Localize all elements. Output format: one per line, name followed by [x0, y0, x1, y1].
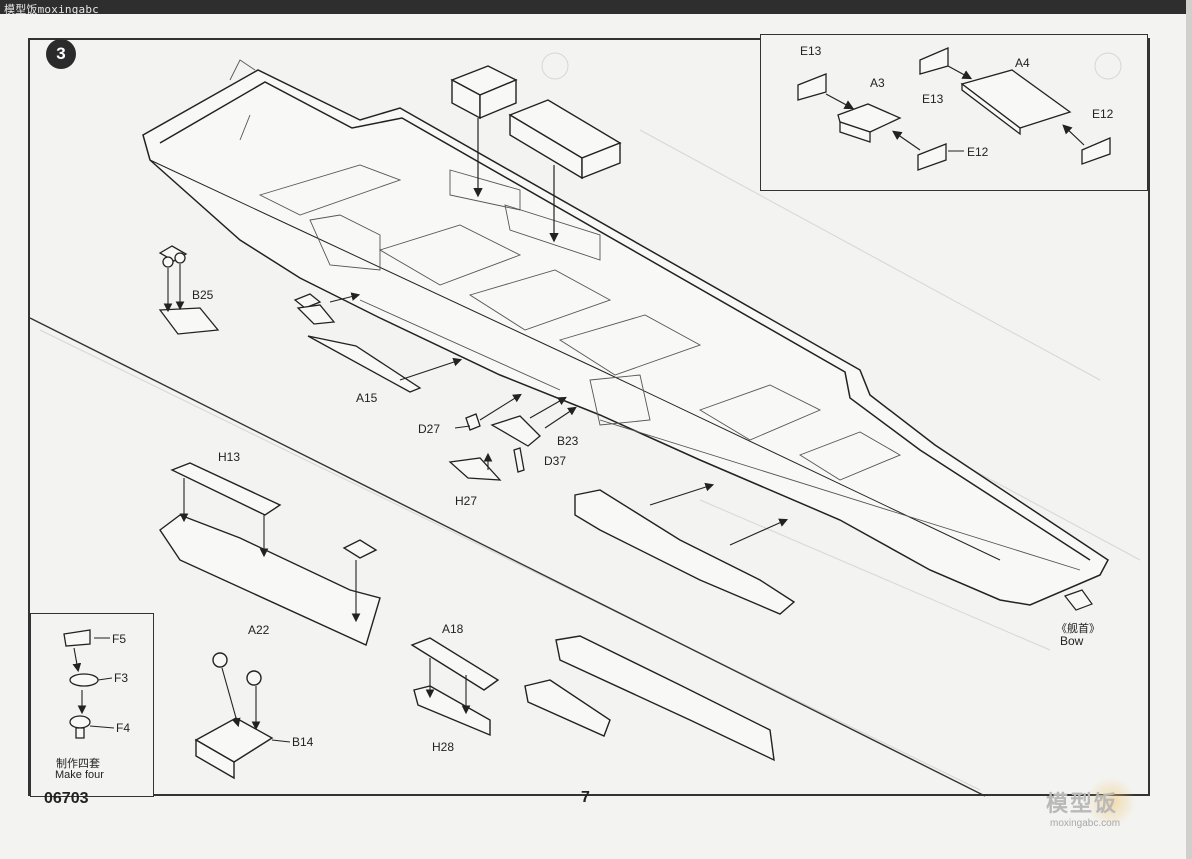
step-frame [28, 38, 1150, 796]
leader-lines [89, 150, 964, 743]
label-h27: H27 [455, 494, 478, 508]
mid-arrows [329, 292, 577, 470]
label-a4: A4 [1015, 56, 1030, 70]
label-e13-left: E13 [800, 44, 822, 58]
label-b25: B25 [192, 288, 214, 302]
part-right-mid [524, 489, 796, 762]
label-a15: A15 [356, 391, 378, 405]
hull-deck-detail [229, 59, 1081, 571]
hull-main [142, 69, 1109, 606]
part-b14 [194, 652, 274, 780]
watermark-logo: 模型饭 [1046, 791, 1119, 817]
f-stack-arrows [72, 647, 87, 715]
a18-arrows [425, 658, 471, 715]
label-a3: A3 [870, 76, 885, 90]
inset-arrows [825, 65, 1085, 151]
product-code: 06703 [44, 790, 89, 807]
make-four-chinese: 制作四套 [56, 758, 100, 770]
label-d37: D37 [544, 454, 567, 468]
page-number: 7 [581, 789, 590, 806]
part-a18-h28 [410, 637, 500, 737]
label-b14: B14 [292, 735, 314, 749]
label-e12-bottom: E12 [967, 145, 989, 159]
watermark-text-top: 模型饭moxingabc [4, 3, 100, 16]
label-h28: H28 [432, 740, 455, 754]
bow-direction-arrow [1064, 589, 1093, 611]
watermark-url: moxingabc.com [1050, 818, 1121, 829]
deck-box-arrows [473, 118, 559, 243]
deck-boxes [450, 65, 622, 180]
watermark-logo-mark [1085, 778, 1137, 826]
bleed-through-lines [39, 52, 1141, 791]
bow-label-english: Bow [1060, 634, 1084, 648]
part-f-stack [63, 629, 99, 739]
section-divider-line [29, 317, 986, 797]
b14-arrows [221, 667, 261, 731]
label-f5: F5 [112, 632, 127, 646]
label-f4: F4 [116, 721, 131, 735]
bow-label-chinese: 《舰首》 [1056, 623, 1100, 635]
small-parts-mid [293, 293, 541, 481]
label-e12-right: E12 [1092, 107, 1114, 121]
scan-border-right [1186, 0, 1192, 859]
b25-arrows [163, 264, 185, 313]
step-number-badge: 3 [46, 39, 76, 69]
label-a18: A18 [442, 622, 464, 636]
part-h13-a22 [159, 462, 381, 646]
label-d27: D27 [418, 422, 441, 436]
h13-arrows [179, 478, 361, 623]
part-b25 [158, 245, 220, 335]
make-four-box [30, 613, 154, 797]
label-h13: H13 [218, 450, 241, 464]
sub-assembly-inset [760, 34, 1148, 191]
label-b23: B23 [557, 434, 579, 448]
right-mid-arrows [649, 482, 789, 546]
scan-border-top [0, 0, 1192, 14]
label-f3: F3 [114, 671, 129, 685]
label-a22: A22 [248, 623, 270, 637]
inset-parts [797, 47, 1111, 171]
label-e13-right: E13 [922, 92, 944, 106]
make-four-english: Make four [55, 769, 104, 781]
